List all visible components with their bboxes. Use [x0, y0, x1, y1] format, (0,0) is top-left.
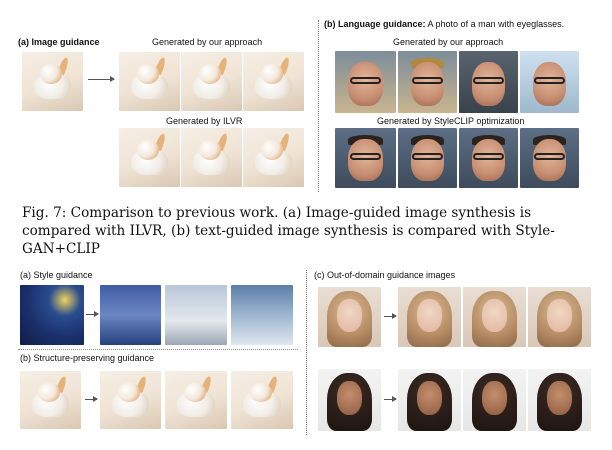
bottom-left-divider — [18, 349, 298, 350]
arrow-structure — [85, 396, 98, 402]
cat-guidance-image — [22, 52, 83, 111]
cat-structure-guidance — [20, 371, 81, 429]
arrow-style — [86, 311, 99, 317]
panel-a-baseline-heading: Generated by ILVR — [166, 116, 243, 126]
woman-generated-3 — [528, 287, 591, 347]
bedroom-styled-2 — [165, 285, 227, 345]
woman-dark-generated-2 — [463, 369, 526, 431]
arrow-ood-2 — [384, 396, 397, 402]
cat-structure-1 — [100, 371, 161, 429]
arrow-ood-1 — [384, 313, 397, 319]
man-styleclip-2 — [398, 128, 457, 188]
cat-structure-2 — [165, 371, 227, 429]
bedroom-styled-1 — [100, 285, 161, 345]
ood-guidance-label: (c) Out-of-domain guidance images — [314, 270, 456, 280]
man-styleclip-3 — [459, 128, 518, 188]
man-ours-2 — [398, 51, 457, 113]
starry-night-guidance — [20, 285, 84, 345]
woman-generated-2 — [463, 287, 526, 347]
cat-ilvr-2 — [181, 128, 242, 187]
panel-b-ours-heading: Generated by our approach — [393, 37, 504, 47]
woman-generated-1 — [398, 287, 461, 347]
panel-a-label: (a) Image guidance — [18, 37, 100, 47]
bedroom-styled-3 — [231, 285, 293, 345]
man-styleclip-4 — [520, 128, 579, 188]
arrow-a-top — [88, 76, 115, 82]
panel-a-ours-heading: Generated by our approach — [152, 37, 263, 47]
man-ours-1 — [335, 51, 396, 113]
style-guidance-label: (a) Style guidance — [20, 270, 93, 280]
cat-ours-2 — [181, 52, 242, 111]
man-ours-4 — [520, 51, 579, 113]
cat-structure-3 — [231, 371, 293, 429]
top-divider — [318, 20, 319, 192]
cat-ours-1 — [119, 52, 180, 111]
woman-painting-guidance — [318, 287, 381, 347]
figure-caption: Fig. 7: Comparison to previous work. (a)… — [22, 205, 555, 257]
cat-ilvr-1 — [119, 128, 180, 187]
cartoon-woman-guidance — [318, 369, 381, 431]
cat-ours-3 — [243, 52, 304, 111]
panel-b-baseline-heading: Generated by StyleCLIP optimization — [377, 116, 525, 126]
woman-dark-generated-3 — [528, 369, 591, 431]
panel-b-label: (b) Language guidance: A photo of a man … — [324, 19, 565, 29]
man-ours-3 — [459, 51, 518, 113]
man-styleclip-1 — [335, 128, 396, 188]
woman-dark-generated-1 — [398, 369, 461, 431]
cat-ilvr-3 — [243, 128, 304, 187]
structure-guidance-label: (b) Structure-preserving guidance — [20, 353, 155, 363]
bottom-divider — [306, 270, 307, 435]
